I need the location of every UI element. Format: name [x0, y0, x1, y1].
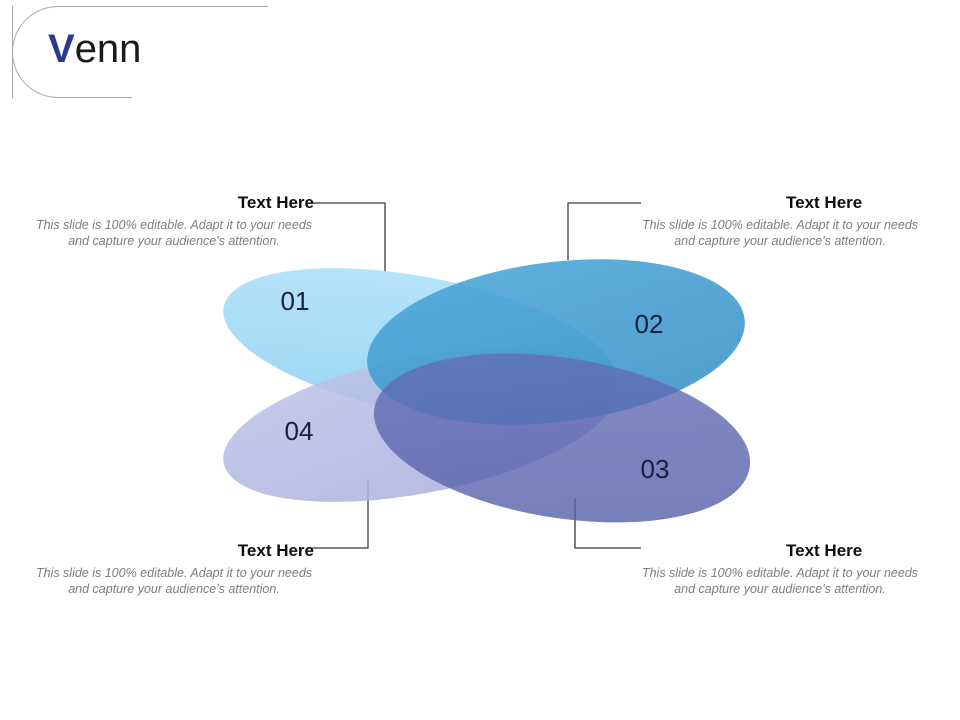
page-title: Venn [48, 25, 141, 73]
callout-bottom-right-body: This slide is 100% editable. Adapt it to… [641, 566, 919, 596]
venn-shape-03[interactable] [362, 329, 762, 546]
callout-bottom-right[interactable]: Text Here This slide is 100% editable. A… [634, 540, 926, 597]
venn-label-04: 04 [285, 416, 314, 446]
callout-top-left-title: Text Here [237, 193, 314, 212]
venn-diagram: 01 02 03 04 [0, 150, 960, 620]
venn-ellipse-03[interactable] [362, 329, 762, 546]
callout-top-right-title: Text Here [786, 193, 863, 212]
connector-line-top-right [567, 202, 641, 260]
callout-bottom-right-title: Text Here [786, 541, 863, 560]
connector-line-top-left [310, 202, 386, 272]
connector-line-bottom-left [310, 480, 369, 549]
venn-label-02: 02 [635, 309, 664, 339]
venn-labels: 01 02 03 04 [281, 286, 670, 484]
callout-bottom-left-title: Text Here [237, 541, 314, 560]
callout-top-left[interactable]: Text Here This slide is 100% editable. A… [28, 192, 320, 249]
venn-svg: 01 02 03 04 [223, 202, 762, 549]
callout-top-left-body: This slide is 100% editable. Adapt it to… [35, 218, 313, 248]
callout-top-right[interactable]: Text Here This slide is 100% editable. A… [634, 192, 926, 249]
callout-bottom-left-body: This slide is 100% editable. Adapt it to… [35, 566, 313, 596]
page-title-rest: enn [74, 27, 142, 71]
venn-label-01: 01 [281, 286, 310, 316]
callout-top-right-body: This slide is 100% editable. Adapt it to… [641, 218, 919, 248]
callout-bottom-left[interactable]: Text Here This slide is 100% editable. A… [28, 540, 320, 597]
venn-label-03: 03 [641, 454, 670, 484]
page-title-accent-letter: V [48, 27, 75, 71]
